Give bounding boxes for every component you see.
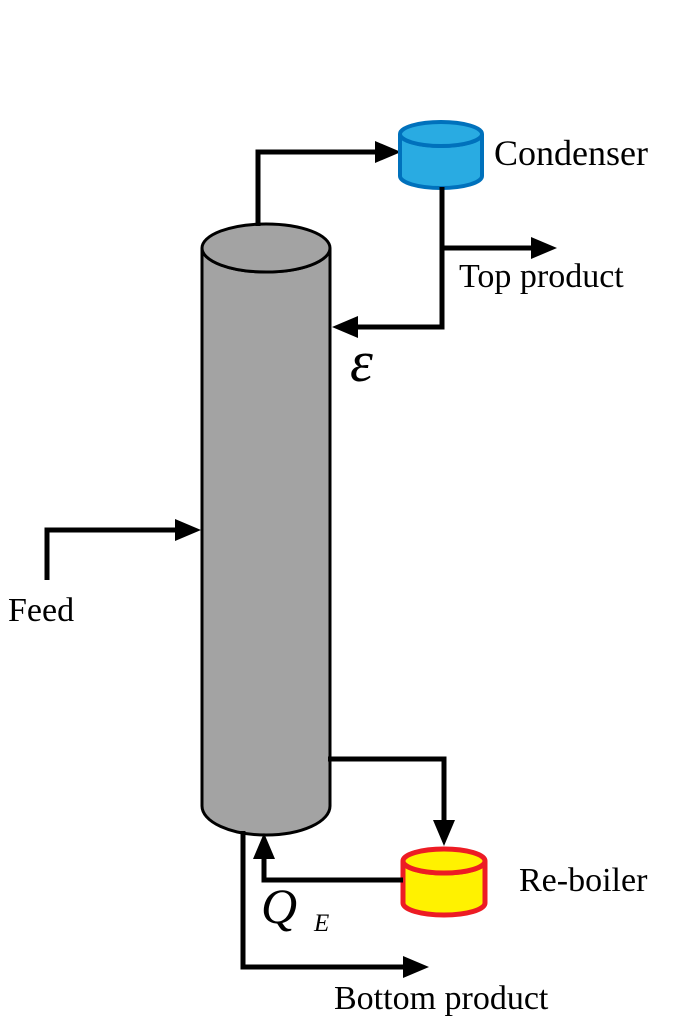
top-product-arrowhead-icon — [531, 237, 557, 259]
reflux-arrowhead-icon — [332, 316, 358, 338]
vapor-line — [255, 149, 377, 226]
reboiler-return-line — [261, 857, 403, 883]
reboiler-top-face — [400, 846, 488, 876]
distillation-column — [200, 222, 332, 837]
reboiler-vessel — [400, 846, 488, 918]
feed-label: Feed — [8, 592, 74, 629]
reboiler-inlet-arrowhead-icon — [433, 820, 455, 846]
bottom-product-arrowhead-icon — [403, 956, 429, 978]
bottom-product-line — [240, 831, 405, 970]
feed-line — [44, 527, 177, 580]
heat-duty-subscript-label: E — [313, 910, 329, 937]
column-body-shape — [200, 247, 332, 837]
reflux-epsilon-label: ε — [350, 329, 373, 394]
condenser-label: Condenser — [494, 133, 648, 173]
condenser-vessel — [398, 120, 484, 190]
top-product-label: Top product — [459, 258, 624, 295]
vapor-arrowhead-icon — [375, 141, 401, 163]
column-top-face — [200, 222, 332, 274]
bottoms-to-reboiler-line — [328, 756, 447, 822]
feed-arrowhead-icon — [175, 519, 201, 541]
heat-duty-q-label: Q — [261, 878, 297, 934]
boilup-arrowhead-icon — [253, 833, 275, 859]
condenser-top-face — [398, 120, 484, 148]
reboiler-label: Re-boiler — [519, 862, 648, 899]
bottom-product-label: Bottom product — [334, 980, 549, 1017]
reflux-line — [356, 187, 445, 330]
